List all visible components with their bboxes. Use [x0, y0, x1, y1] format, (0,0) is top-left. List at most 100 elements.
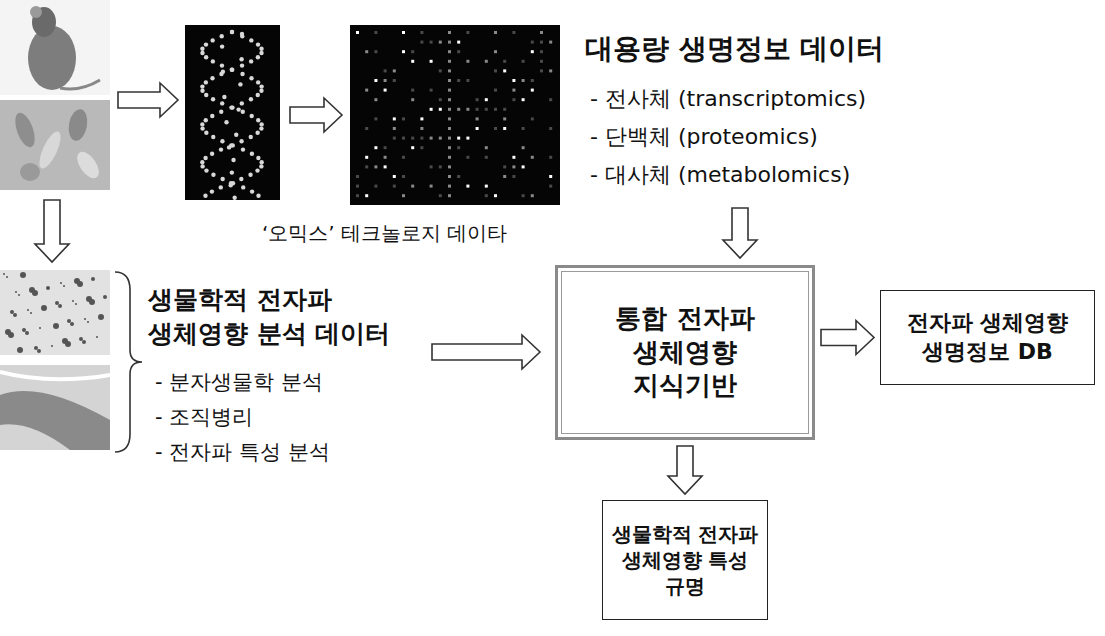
group-heading: 생물학적 전자파 생체영향 분석 데이터 — [148, 283, 420, 351]
cell — [66, 108, 89, 143]
array-spot — [448, 98, 451, 101]
dna-dot — [229, 183, 233, 187]
block-arrow — [290, 98, 342, 132]
dna-dot — [230, 68, 234, 72]
array-spot — [430, 165, 433, 168]
array-spot — [374, 98, 377, 101]
tissue-speck — [77, 281, 83, 287]
array-spot — [402, 50, 405, 53]
array-spot — [384, 89, 387, 92]
block-arrow — [118, 83, 178, 117]
dna-dot — [259, 122, 263, 126]
array-spot — [448, 175, 451, 178]
dna-image — [185, 25, 280, 200]
tissue-speck — [17, 347, 23, 353]
tissue-speck — [37, 349, 41, 353]
cell — [11, 110, 38, 149]
array-spot — [374, 117, 377, 120]
array-spot — [549, 175, 552, 178]
array-spot — [549, 156, 552, 159]
tissue-speck — [13, 313, 17, 317]
array-spot — [448, 31, 451, 34]
array-spot — [531, 117, 534, 120]
array-spot — [522, 60, 525, 63]
array-spot — [457, 50, 460, 53]
array-spot — [494, 127, 497, 130]
array-spot — [494, 194, 497, 197]
tissue-speck — [58, 304, 62, 308]
array-spot — [549, 41, 552, 44]
dna-dot — [211, 173, 215, 177]
dna-dot — [232, 196, 236, 200]
tissue-speck — [22, 328, 26, 332]
array-spot — [439, 137, 442, 140]
array-spot — [402, 31, 405, 34]
dna-dot — [248, 173, 252, 177]
array-spot — [503, 165, 506, 168]
array-spot — [430, 185, 433, 188]
dna-dot — [256, 194, 260, 198]
dna-dot — [219, 147, 223, 151]
tissue-speck — [41, 305, 47, 311]
dna-dot — [259, 89, 263, 93]
dna-dot — [250, 152, 254, 156]
tissue-speck — [8, 332, 14, 338]
dna-dot — [255, 168, 259, 172]
tissue-speck — [27, 309, 29, 311]
dna-dot — [256, 55, 260, 59]
array-spot — [503, 108, 506, 111]
photo-ground — [0, 270, 110, 355]
block-arrow — [432, 335, 540, 369]
array-spot — [439, 69, 442, 72]
array-spot — [512, 79, 515, 82]
dna-dot — [249, 38, 253, 42]
block-arrow — [723, 208, 757, 258]
array-spot — [512, 156, 515, 159]
dna-dot — [219, 110, 223, 114]
block-arrow — [35, 200, 69, 262]
array-spot — [512, 31, 515, 34]
dna-dot — [236, 107, 240, 111]
array-spot — [448, 117, 451, 120]
array-spot — [457, 79, 460, 82]
array-spot — [531, 89, 534, 92]
block-arrow — [821, 321, 874, 355]
dna-dot — [240, 101, 244, 105]
dna-dot — [240, 72, 244, 76]
array-spot — [411, 60, 414, 63]
array-spot — [374, 50, 377, 53]
array-spot — [531, 156, 534, 159]
array-spot — [549, 127, 552, 130]
array-spot — [457, 137, 460, 140]
tissue-speck — [75, 303, 77, 305]
array-spot — [485, 108, 488, 111]
array-spot — [411, 185, 414, 188]
tissue-speck — [6, 276, 8, 278]
array-spot — [356, 175, 359, 178]
array-spot — [512, 89, 515, 92]
array-spot — [420, 137, 423, 140]
array-spot — [365, 165, 368, 168]
array-spot — [457, 108, 460, 111]
box-text: 통합 전자파 생체영향 지식기반 — [580, 302, 790, 403]
dna-dot — [211, 97, 215, 101]
process-box: 전자파 생체영향 생명정보 DB — [880, 290, 1095, 385]
array-spot — [393, 185, 396, 188]
array-spot — [466, 60, 469, 63]
array-spot — [549, 69, 552, 72]
dna-dot — [204, 168, 208, 172]
tissue-band — [0, 391, 110, 450]
dna-dot — [200, 122, 204, 126]
tissue-speck — [51, 345, 53, 347]
array-spot — [494, 50, 497, 53]
array-spot — [494, 108, 497, 111]
dna-dot — [204, 93, 208, 97]
tissue-speck — [87, 321, 89, 323]
dna-dot — [220, 139, 224, 143]
array-spot — [540, 41, 543, 44]
dna-dot — [249, 76, 253, 80]
array-spot — [365, 156, 368, 159]
dna-dot — [256, 118, 260, 122]
dna-dot — [229, 105, 233, 109]
array-spot — [522, 98, 525, 101]
